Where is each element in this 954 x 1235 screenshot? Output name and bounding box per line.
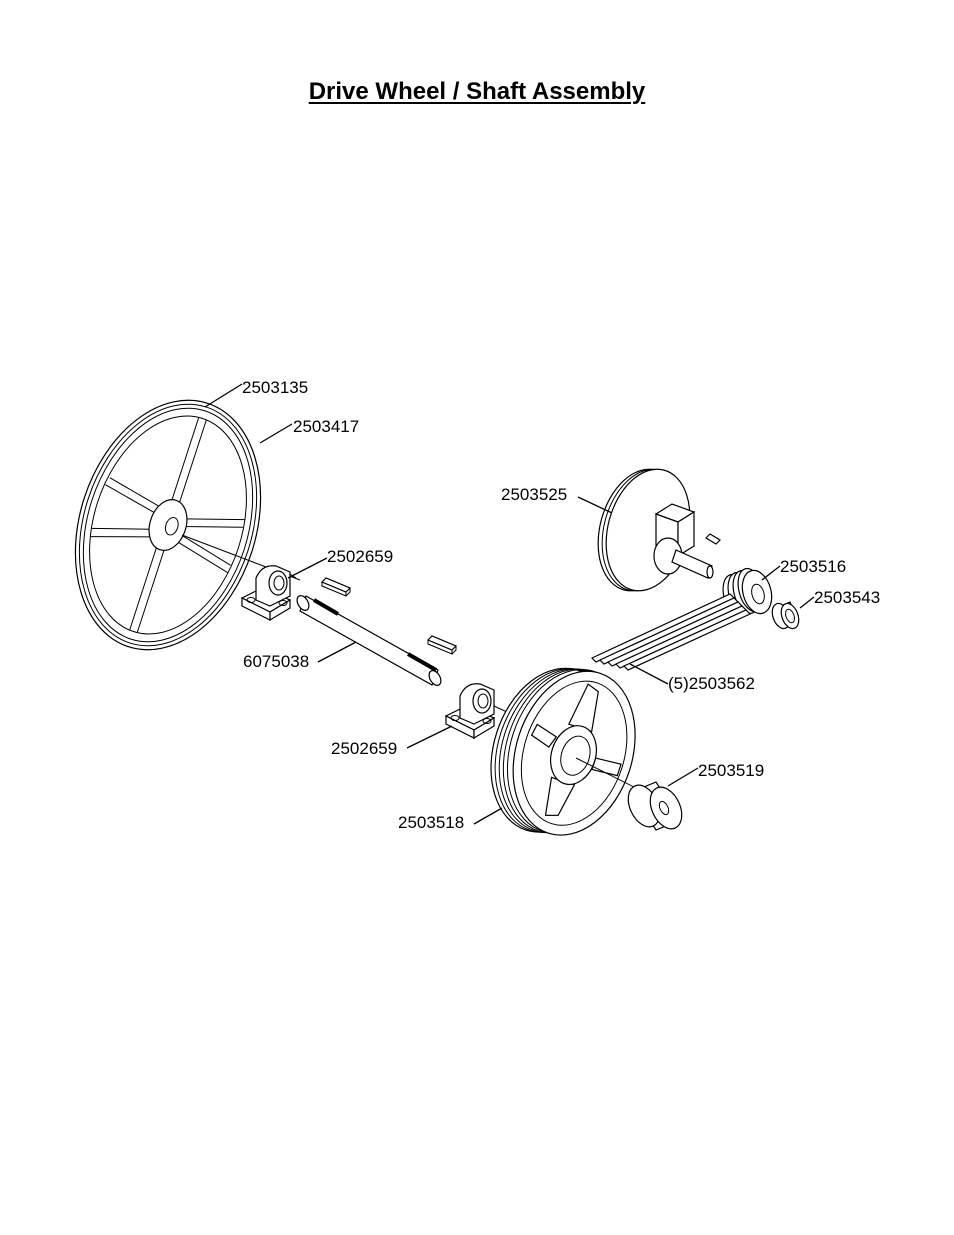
label-2502659-bottom: 2502659 bbox=[331, 739, 397, 758]
large-pulley bbox=[471, 649, 655, 855]
label-2503562: (5)2503562 bbox=[668, 674, 755, 693]
label-2502659-top: 2502659 bbox=[327, 547, 393, 566]
shaft-key-bottom bbox=[428, 636, 456, 654]
shaft-key-top bbox=[322, 578, 350, 596]
label-2503519: 2503519 bbox=[698, 761, 764, 780]
label-6075038: 6075038 bbox=[243, 652, 309, 671]
motor-plate bbox=[585, 460, 720, 600]
pillow-block-bearing-bottom bbox=[446, 684, 494, 738]
large-drive-wheel bbox=[45, 376, 291, 674]
drive-shaft bbox=[295, 594, 444, 688]
small-spacer bbox=[769, 601, 802, 631]
label-2503135: 2503135 bbox=[242, 378, 308, 397]
v-belts bbox=[592, 594, 750, 670]
label-2503543: 2503543 bbox=[814, 588, 880, 607]
label-2503417: 2503417 bbox=[293, 417, 359, 436]
pillow-block-bearing-top bbox=[242, 566, 296, 620]
label-2503516: 2503516 bbox=[780, 557, 846, 576]
label-2503525: 2503525 bbox=[501, 485, 567, 504]
pulley-spacer bbox=[622, 780, 688, 834]
label-2503518: 2503518 bbox=[398, 813, 464, 832]
